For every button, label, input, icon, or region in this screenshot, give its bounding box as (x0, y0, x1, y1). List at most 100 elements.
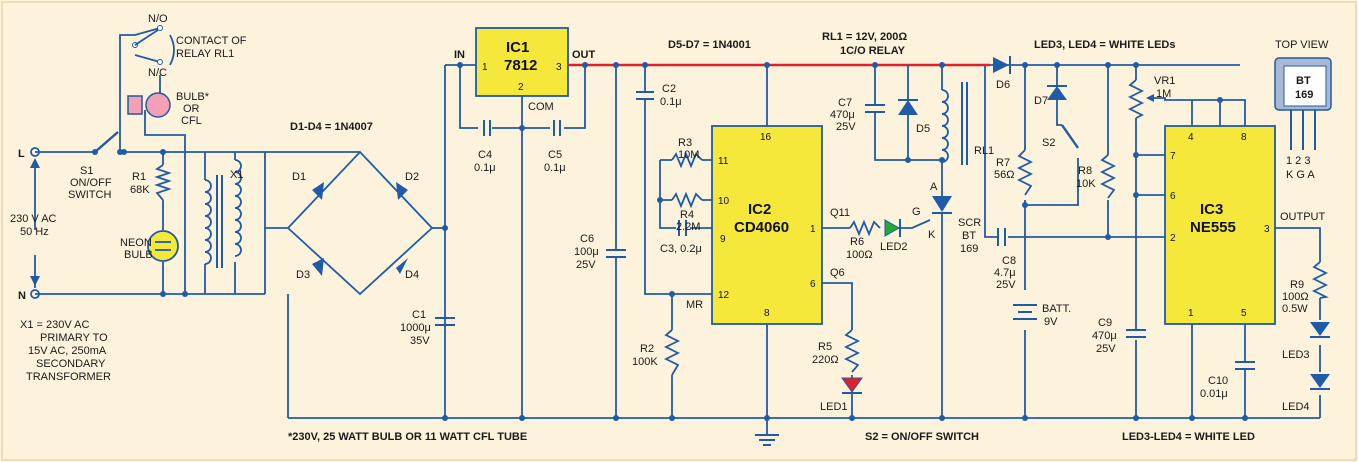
r4-resistor (671, 191, 703, 209)
ic1-name: IC1 (506, 39, 529, 56)
rl1-coil (941, 89, 949, 163)
r6-resistor (849, 219, 881, 237)
label-relay-contact: CONTACT OF (176, 35, 247, 47)
label-neon1: NEON (120, 237, 152, 249)
label-r5a: R5 (818, 341, 832, 353)
label-footer3: LED3-LED4 = WHITE LED (1122, 431, 1255, 443)
label-c6a: C6 (580, 233, 594, 245)
neon-bulb-icon (147, 230, 179, 262)
label-d2: D2 (405, 171, 419, 183)
label-r6b: 100Ω (846, 249, 873, 261)
junction-dots (117, 62, 1248, 421)
ic2-pin16: 16 (760, 132, 772, 143)
label-c7c: 25V (836, 121, 856, 133)
label-r4a: R4 (680, 209, 694, 221)
terminal-L (30, 147, 40, 157)
label-r8b: 10K (1076, 178, 1096, 190)
label-vr1b: 1M (1156, 88, 1171, 100)
label-x1-3: 15V AC, 250mA (28, 345, 107, 357)
label-bulb3: CFL (181, 115, 202, 127)
c6-capacitor (606, 249, 626, 258)
label-scr3: 169 (960, 243, 978, 255)
label-g: G (912, 206, 921, 218)
c3-capacitor (678, 220, 687, 236)
label-output: OUTPUT (1280, 211, 1326, 223)
label-r1a: R1 (132, 171, 146, 183)
relay-contact (132, 25, 175, 66)
label-com: COM (528, 101, 554, 113)
label-c4b: 0.1μ (474, 162, 496, 174)
ic2-pin6: 6 (810, 279, 816, 290)
bt169-package-icon (1274, 57, 1332, 150)
r8-resistor (1099, 154, 1117, 199)
label-led4: LED4 (1282, 401, 1310, 413)
label-diode-bridge: D1-D4 = 1N4007 (290, 121, 373, 133)
label-c1c: 35V (410, 335, 430, 347)
label-r5b: 220Ω (812, 354, 839, 366)
arrow-up-icon (30, 158, 40, 168)
label-c7a: C7 (838, 97, 852, 109)
c7-capacitor (865, 104, 885, 113)
label-k: K (928, 229, 936, 241)
c1-capacitor (435, 317, 455, 326)
label-r9a: R9 (1290, 279, 1304, 291)
label-footer1: *230V, 25 WATT BULB OR 11 WATT CFL TUBE (288, 431, 527, 443)
ic2-pin8: 8 (764, 308, 770, 319)
ic3-pin7: 7 (1170, 151, 1176, 162)
c9-capacitor (1126, 329, 1146, 338)
ic3-timer (1164, 125, 1276, 325)
label-c6c: 25V (576, 259, 596, 271)
ic1-regulator (475, 27, 569, 97)
label-r2a: R2 (640, 343, 654, 355)
ic2-pin11: 11 (718, 156, 729, 167)
label-vr1a: VR1 (1154, 75, 1175, 87)
label-c5b: 0.1μ (544, 162, 566, 174)
label-mr: MR (686, 299, 703, 311)
label-q11: Q11 (830, 207, 850, 219)
label-kga: K G A (1286, 169, 1315, 181)
c10-capacitor (1235, 361, 1255, 370)
label-d3: D3 (296, 269, 310, 281)
label-leds: LED3, LED4 = WHITE LEDs (1034, 39, 1176, 51)
ic1-part: 7812 (504, 57, 537, 74)
d7-diode (1047, 86, 1067, 100)
r7-resistor (1016, 149, 1034, 196)
label-s1: S1 (80, 165, 93, 177)
label-L: L (18, 148, 25, 160)
ic1-pin2: 2 (518, 82, 524, 93)
label-led1: LED1 (820, 401, 848, 413)
label-x1-1: X1 = 230V AC (20, 319, 89, 331)
labels: CONTACT OF RELAY RL1 N/O N/C BULB* OR CF… (10, 13, 1329, 443)
label-c2b: 0.1μ (660, 96, 682, 108)
label-q6: Q6 (830, 267, 845, 279)
label-s1b: ON/OFF (70, 177, 112, 189)
ic3-pin4: 4 (1188, 132, 1194, 143)
ic-labels: IC1 7812 1 2 3 IC2 CD4060 16 11 10 9 12 … (482, 39, 1270, 319)
ic3-part: NE555 (1190, 219, 1236, 236)
label-r9c: 0.5W (1282, 303, 1308, 315)
label-r9b: 100Ω (1282, 291, 1309, 303)
label-r3a: R3 (678, 137, 692, 149)
label-c5a: C5 (548, 149, 562, 161)
label-r3b: 10M (678, 149, 699, 161)
s1-switch-lever (94, 131, 119, 153)
label-out: OUT (572, 49, 596, 61)
scr-icon (932, 196, 952, 212)
label-c8b: 4.7μ (994, 267, 1016, 279)
label-d1: D1 (292, 171, 306, 183)
ic1-pin3: 3 (556, 62, 562, 73)
ic2-pin10: 10 (718, 196, 730, 207)
ic2-pin9: 9 (720, 234, 726, 245)
label-neon2: BULB (124, 249, 153, 261)
r5-resistor (843, 329, 861, 373)
label-c1b: 1000μ (400, 322, 431, 334)
label-topview: TOP VIEW (1275, 39, 1329, 51)
label-relay-contact2: RELAY RL1 (176, 48, 234, 60)
label-c8a: C8 (1002, 255, 1016, 267)
label-c7b: 470μ (830, 109, 855, 121)
label-c6b: 100μ (574, 246, 599, 258)
label-c9b: 470μ (1092, 330, 1117, 342)
label-x1-5: TRANSFORMER (26, 371, 111, 383)
label-d7: D7 (1034, 95, 1048, 107)
c2-capacitor (636, 91, 654, 100)
